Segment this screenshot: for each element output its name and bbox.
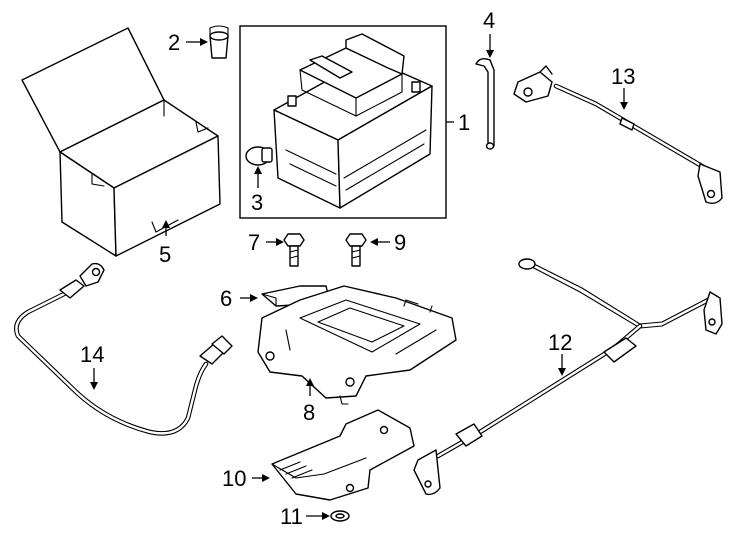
callout-12: 12 bbox=[548, 330, 572, 355]
positive-battery-cable bbox=[513, 65, 723, 205]
callout-8-group: 8 bbox=[303, 378, 315, 425]
callout-6: 6 bbox=[220, 286, 232, 311]
callout-11-group: 11 bbox=[280, 504, 330, 529]
battery bbox=[273, 33, 433, 209]
vent-plug bbox=[209, 25, 229, 59]
callout-7: 7 bbox=[248, 230, 260, 255]
callout-5: 5 bbox=[159, 242, 171, 267]
callout-13: 13 bbox=[611, 64, 635, 89]
lower-tray bbox=[271, 409, 415, 501]
callout-5-group: 5 bbox=[159, 220, 171, 267]
bolt-9 bbox=[345, 233, 367, 267]
battery-insulator-box bbox=[21, 27, 221, 257]
callout-2: 2 bbox=[168, 30, 180, 55]
callout-10-group: 10 bbox=[222, 466, 270, 491]
callout-8: 8 bbox=[303, 400, 315, 425]
callout-4-group: 4 bbox=[483, 8, 495, 58]
callout-13-group: 13 bbox=[611, 64, 635, 110]
callout-3: 3 bbox=[251, 190, 263, 215]
callout-1: 1 bbox=[458, 110, 470, 135]
callout-14-group: 14 bbox=[80, 342, 104, 390]
callout-9-group: 9 bbox=[370, 230, 406, 255]
terminal-cap bbox=[245, 146, 273, 166]
callout-3-group: 3 bbox=[251, 166, 263, 215]
callout-10: 10 bbox=[222, 466, 246, 491]
callout-11: 11 bbox=[280, 504, 303, 529]
callout-14: 14 bbox=[80, 342, 104, 367]
callout-7-group: 7 bbox=[248, 230, 284, 255]
callout-2-group: 2 bbox=[168, 30, 208, 55]
negative-battery-cable bbox=[14, 262, 233, 436]
callout-9: 9 bbox=[394, 230, 406, 255]
callout-6-group: 6 bbox=[220, 286, 258, 311]
wiring-harness bbox=[413, 258, 723, 496]
callout-1-group: 1 bbox=[446, 110, 470, 135]
bolt-7 bbox=[283, 233, 305, 267]
hold-down-rod bbox=[475, 57, 495, 150]
callout-4: 4 bbox=[483, 8, 495, 33]
battery-tray bbox=[257, 285, 457, 405]
washer bbox=[330, 510, 350, 522]
callout-12-group: 12 bbox=[548, 330, 572, 376]
